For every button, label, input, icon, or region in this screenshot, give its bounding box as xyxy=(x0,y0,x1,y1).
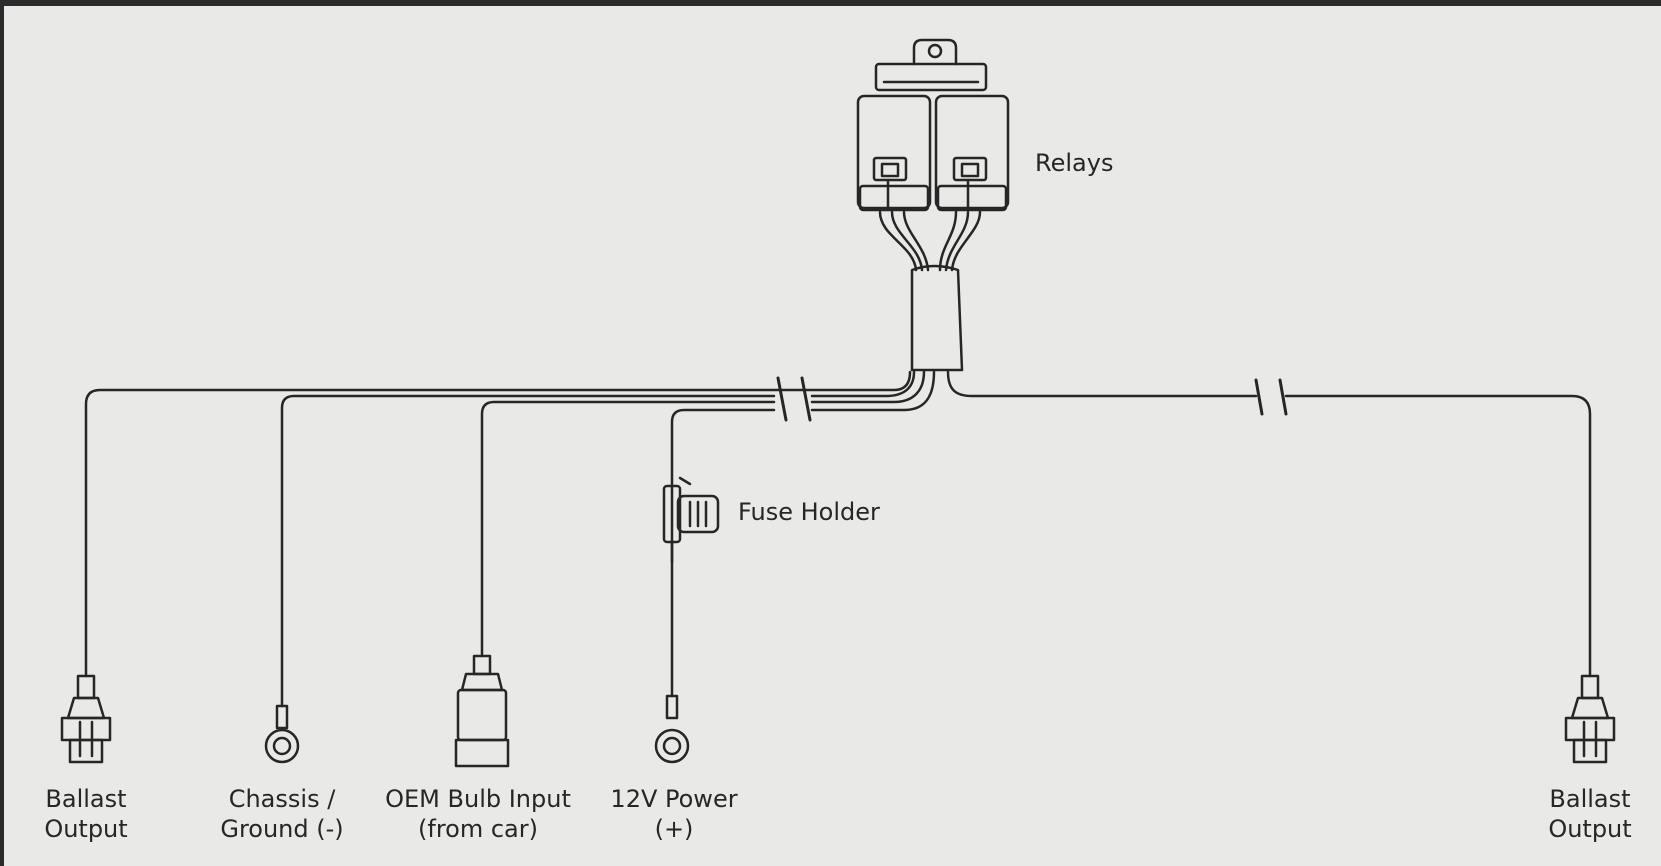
relays-label: Relays xyxy=(1035,149,1114,177)
wire-oem-bulb-input xyxy=(480,400,776,658)
wire-ballast-left xyxy=(84,388,782,678)
oem-bulb-connector-icon xyxy=(454,654,510,768)
right-wire xyxy=(946,370,1592,678)
chassis-ground-label: Chassis / Ground (-) xyxy=(220,785,344,843)
fuse-holder-label: Fuse Holder xyxy=(738,498,880,526)
ground-ring-terminal-icon xyxy=(264,704,300,764)
left-wire-bundle xyxy=(84,370,936,708)
oem-bulb-input-label: OEM Bulb Input (from car) xyxy=(385,785,571,843)
wire-chassis-ground xyxy=(280,394,776,708)
ballast-output-left-label: Ballast Output xyxy=(44,785,128,843)
relay-left-icon xyxy=(856,94,932,212)
power-ring-terminal-icon xyxy=(654,694,690,764)
relay-unit xyxy=(856,38,1010,372)
12v-power-label: 12V Power (+) xyxy=(610,785,738,843)
ballast-output-right-label: Ballast Output xyxy=(1548,785,1632,843)
relay-mounting-bracket-icon xyxy=(874,38,988,92)
relay-wires xyxy=(878,210,982,272)
wiring-harness-diagram xyxy=(60,38,1616,768)
wire-break-right-icon xyxy=(1254,378,1288,416)
ballast-connector-right-icon xyxy=(1564,674,1616,764)
diagram-canvas: Relays Fuse Holder Ballast Output Chassi… xyxy=(4,6,1661,866)
wire-12v-power xyxy=(670,408,776,698)
wire-ballast-right xyxy=(1284,394,1592,678)
wire-loom-sleeve xyxy=(910,264,964,372)
fuse-holder-icon xyxy=(662,476,720,564)
relay-right-icon xyxy=(934,94,1010,212)
ballast-connector-left-icon xyxy=(60,674,112,764)
wire-break-left-icon xyxy=(776,376,812,422)
